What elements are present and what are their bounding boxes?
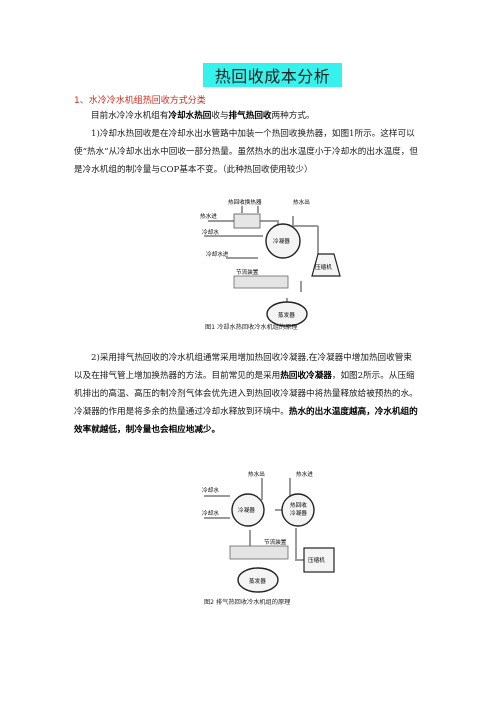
figure-1-diagram: 热回收换热器 热水出 热水进 冷却水 冷凝器 冷却水进 压缩机 节流装置 蒸发器 [200, 198, 341, 327]
fig2-label-evaporator: 蒸发器 [249, 577, 266, 585]
label-hot-out: 热水出 [293, 198, 310, 206]
label-throttle: 节流装置 [236, 268, 259, 276]
label-compressor: 压缩机 [315, 263, 332, 271]
fig2-label-throttle: 节流装置 [264, 538, 287, 546]
fig2-label-cool-in: 冷却水 [202, 509, 219, 517]
label-hot-in: 热水进 [200, 212, 217, 220]
fig2-label-condenser: 冷凝器 [238, 506, 255, 514]
fig2-evaporator-vessel [237, 567, 279, 593]
paragraph-1: 1)冷却水热回收是在冷却水出水管路中加装一个热回收换热器，如图1所示。这样可以使… [74, 129, 418, 175]
label-condenser: 冷凝器 [273, 237, 290, 245]
label-evaporator: 蒸发器 [278, 311, 295, 319]
paragraph-2: 2)采用排气热回收的冷水机组通常采用增加热回收冷凝器,在冷凝器中增加热回收管束以… [74, 349, 420, 439]
intro-text-1: 目前水冷冷水机组有 [91, 111, 169, 121]
fig2-condenser-vessel [231, 493, 265, 527]
intro-text-3: 两种方式。 [271, 111, 315, 121]
intro-text-2: 收与 [211, 111, 229, 121]
fig2-label-hot-out: 热水出 [248, 470, 265, 478]
fig2-label-hr-2: 冷凝器 [290, 509, 307, 517]
para2-text-2: ，如图2所示。从压缩机排出的高温、高压的制冷剂气体会优先进入到热回收冷凝器中将热… [74, 371, 418, 417]
throttle-device [233, 275, 289, 289]
para2-bold-2: 热水的出水温度越高，冷水机组的效率就越低，制冷量也会相应地减少。 [74, 407, 418, 435]
figure-2-diagram: 热水出 热水进 冷却水 冷却水 冷凝器 热回收 冷凝器 节流装置 压缩机 蒸发器 [202, 470, 335, 593]
fig2-hr-condenser-vessel [281, 493, 315, 527]
fig2-compressor-shape [303, 547, 335, 573]
label-hx: 热回收换热器 [228, 198, 262, 206]
figure-1-caption: 图1 冷却水热回收冷水机组的原理 [205, 324, 298, 331]
intro-bold-1: 冷却水热回 [168, 111, 212, 121]
intro-paragraph: 目前水冷冷水机组有冷却水热回收与排气热回收两种方式。 [74, 107, 420, 125]
para2-text-1: 2)采用排气热回收的冷水机组通常采用增加热回收冷凝器,在冷凝器中增加热回收管束以… [74, 353, 412, 381]
page-title: 热回收成本分析 [214, 67, 331, 86]
label-cool-in-2: 冷却水进 [206, 250, 229, 258]
fig2-label-hot-in: 热水进 [296, 470, 313, 478]
intro-bold-2: 排气热回收 [228, 111, 272, 121]
fig2-label-compressor: 压缩机 [308, 556, 325, 564]
label-cool-in: 冷却水 [202, 228, 219, 236]
para2-bold-1: 热回收冷凝器 [280, 371, 332, 381]
heat-recovery-exchanger [233, 213, 261, 229]
compressor-shape [311, 253, 341, 277]
evaporator-vessel [266, 301, 308, 327]
figure-2-caption: 图2 排气热回收冷水机组的原理 [204, 599, 291, 606]
condenser-vessel [265, 223, 301, 259]
title-highlight: 热回收成本分析 [203, 63, 342, 87]
fig2-label-cool-out: 冷却水 [202, 486, 219, 494]
section-heading: 1、水冷冷水机组热回收方式分类 [74, 96, 206, 106]
fig2-label-hr-1: 热回收 [290, 501, 307, 509]
fig2-throttle-device [229, 545, 289, 560]
